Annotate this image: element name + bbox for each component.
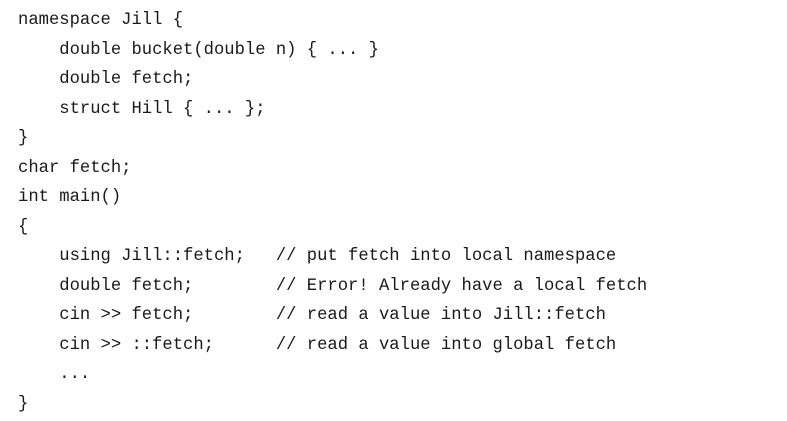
code-line-1: namespace Jill { — [18, 6, 778, 36]
code-text: double fetch; // Error! Already have a l… — [18, 276, 648, 296]
code-text: char fetch; — [18, 158, 132, 178]
code-text: struct Hill { ... }; — [18, 99, 266, 119]
code-text: namespace Jill { — [18, 11, 184, 30]
code-text: using Jill::fetch; // put fetch into loc… — [18, 247, 617, 266]
code-line-2: double bucket(double n) { ... } — [18, 36, 778, 66]
code-line-12: cin >> ::fetch; // read a value into glo… — [18, 331, 778, 361]
code-text: ... — [18, 365, 91, 384]
code-line-14: } — [18, 390, 778, 420]
code-text: double bucket(double n) { ... } — [18, 40, 379, 60]
code-text: } — [18, 129, 29, 148]
code-line-10: double fetch; // Error! Already have a l… — [18, 272, 778, 302]
code-text: cin >> ::fetch; // read a value into glo… — [18, 335, 617, 355]
code-text: int main() — [18, 188, 122, 207]
code-line-4: struct Hill { ... }; — [18, 95, 778, 125]
code-text: double fetch; — [18, 70, 194, 89]
code-text: { — [18, 217, 29, 237]
code-listing: namespace Jill { double bucket(double n)… — [18, 6, 778, 419]
code-line-9: using Jill::fetch; // put fetch into loc… — [18, 242, 778, 272]
code-line-11: cin >> fetch; // read a value into Jill:… — [18, 301, 778, 331]
code-line-8: { — [18, 213, 778, 243]
code-line-6: char fetch; — [18, 154, 778, 184]
code-line-13: ... — [18, 360, 778, 390]
code-text: cin >> fetch; // read a value into Jill:… — [18, 306, 606, 325]
code-line-3: double fetch; — [18, 65, 778, 95]
code-line-5: } — [18, 124, 778, 154]
code-text: } — [18, 394, 29, 414]
code-line-7: int main() — [18, 183, 778, 213]
